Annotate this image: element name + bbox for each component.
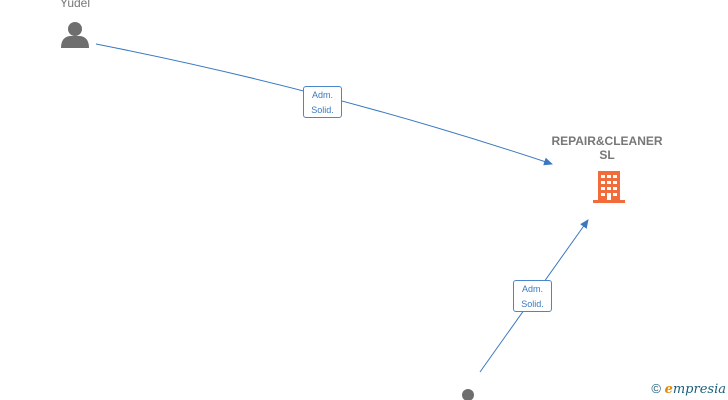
brand-name: mpresia <box>672 382 726 397</box>
edge-label-line1: Adm. <box>521 284 543 294</box>
person-icon[interactable] <box>462 389 474 400</box>
copyright-symbol: © <box>651 381 661 396</box>
brand-initial: e <box>664 382 673 397</box>
edge-label-line1: Adm. <box>311 90 333 100</box>
edge-label-line2: Solid. <box>311 105 334 115</box>
edge-label-person1: Adm. Solid. <box>303 86 342 118</box>
person-icon[interactable] <box>61 22 89 48</box>
company-name-line2: SL <box>599 148 615 162</box>
empresia-watermark[interactable]: © empresia <box>651 381 726 397</box>
edge-label-line2: Solid. <box>521 299 544 309</box>
company-name-line1: REPAIR&CLEANER <box>551 134 663 148</box>
person-name-label[interactable]: Yudel <box>59 0 91 10</box>
edge-label-person2: Adm. Solid. <box>513 280 552 312</box>
building-icon[interactable] <box>593 171 625 203</box>
company-name-label[interactable]: REPAIR&CLEANER SL <box>545 134 669 162</box>
